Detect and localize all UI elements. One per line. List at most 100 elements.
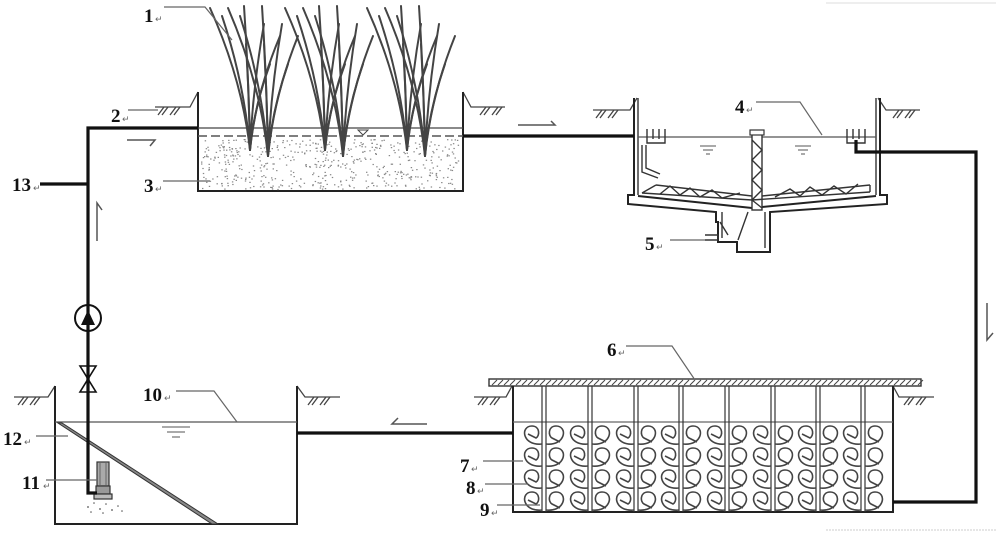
gravel-dot — [219, 147, 221, 149]
gravel-dot — [271, 188, 274, 190]
gravel-dot — [397, 142, 399, 144]
return-mark: ↵ — [164, 394, 172, 404]
gravel-dot — [253, 175, 255, 177]
carrier-leaf — [797, 447, 817, 467]
gravel-dot — [329, 165, 331, 167]
gravel-dot — [408, 145, 410, 147]
gravel-dot — [387, 184, 390, 186]
gravel-dot — [322, 186, 325, 188]
gravel-dot — [249, 187, 252, 189]
gravel-dot — [410, 179, 412, 181]
ground-symbol — [474, 385, 513, 406]
gravel-dot — [409, 177, 412, 179]
gravel-dot — [260, 164, 263, 166]
gravel-dot — [435, 179, 438, 181]
carrier-leaf — [637, 491, 657, 511]
gravel-dot — [246, 141, 248, 143]
gravel-dot — [451, 183, 454, 185]
gravel-dot — [333, 152, 336, 154]
gravel-dot — [326, 151, 328, 153]
gravel-dot — [208, 169, 210, 171]
gravel-dot — [272, 168, 274, 170]
gravel-dot — [227, 159, 229, 161]
gravel-dot — [314, 157, 317, 160]
carrier-leaf — [752, 491, 772, 511]
gravel-dot — [289, 144, 291, 146]
carrier-leaf — [682, 491, 702, 511]
gravel-dot — [319, 166, 321, 168]
gravel-dot — [237, 176, 239, 178]
gravel-dot — [340, 153, 342, 155]
gravel-dot — [305, 165, 307, 168]
gravel-dot — [223, 147, 225, 149]
gravel-dot — [326, 144, 328, 146]
gravel-dot — [396, 185, 398, 187]
carrier-leaf — [615, 447, 635, 467]
component-labels: 1 ↵ 2 ↵ 3 ↵ 4 ↵ 5 ↵ 6 ↵ 7 ↵ 8 ↵ 9 ↵ 10 ↵… — [3, 6, 754, 521]
inclined-screen — [56, 422, 220, 525]
gravel-dot — [276, 146, 278, 148]
gravel-dot — [210, 158, 212, 160]
carrier-leaf — [591, 469, 611, 489]
gravel-dot — [314, 163, 316, 165]
gravel-dot — [441, 182, 443, 184]
gravel-dot — [365, 158, 367, 160]
gravel-dot — [233, 158, 235, 160]
gravel-dot — [313, 172, 315, 174]
gravel-dot — [280, 184, 282, 186]
carrier-leaf — [752, 425, 772, 445]
gravel-dot — [204, 140, 207, 142]
gravel-dot — [261, 184, 264, 186]
gravel-dot — [322, 150, 325, 152]
gravel-dot — [244, 148, 246, 150]
gravel-dot — [421, 140, 423, 142]
carrier-leaf — [728, 469, 748, 489]
gravel-dot — [245, 188, 247, 190]
gravel-dot — [207, 149, 210, 151]
carrier-leaf — [615, 425, 635, 445]
gravel-dot — [309, 150, 311, 152]
gravel-dot — [340, 184, 343, 186]
gravel-dot — [286, 140, 288, 142]
gravel-dot — [270, 157, 272, 159]
gravel-dot — [245, 177, 247, 179]
gravel-dot — [448, 155, 450, 157]
gravel-dot — [429, 172, 432, 174]
label-6: 6 — [607, 340, 617, 361]
gravel-dot — [366, 171, 368, 173]
carrier-leaf — [774, 447, 794, 467]
gravel-dot — [371, 146, 373, 148]
gravel-dot — [202, 187, 204, 190]
gravel-dot — [239, 168, 241, 170]
gravel-dot — [454, 139, 456, 141]
carrier-leaf — [864, 447, 884, 467]
gravel-dot — [235, 174, 237, 176]
gravel-dot — [430, 141, 432, 143]
gravel-dot — [447, 176, 449, 178]
gravel-dot — [328, 167, 330, 169]
biofilm-carriers — [523, 425, 884, 511]
gravel-dot — [265, 163, 267, 165]
gravel-dot — [373, 139, 375, 141]
carrier-leaf — [819, 425, 839, 445]
gravel-dot — [348, 184, 351, 186]
gravel-dot — [217, 156, 219, 158]
gravel-dot — [390, 163, 393, 165]
gravel-dot — [206, 181, 208, 183]
gravel-dot — [353, 177, 356, 179]
gravel-dot — [424, 167, 426, 169]
gravel-dot — [330, 150, 332, 152]
gravel-dot — [314, 180, 317, 183]
carrier-leaf — [660, 425, 680, 445]
gravel-dot — [320, 182, 322, 184]
gravel-dot — [263, 175, 265, 177]
label-2: 2 — [111, 106, 121, 127]
reed-blade — [296, 15, 326, 151]
gravel-dot — [245, 178, 247, 180]
gravel-dot — [378, 175, 380, 178]
gravel-dot — [232, 161, 234, 163]
gravel-dot — [290, 170, 292, 172]
carrier-leaf — [842, 447, 862, 467]
gravel-dot — [336, 150, 338, 152]
gravel-dot — [430, 186, 433, 188]
